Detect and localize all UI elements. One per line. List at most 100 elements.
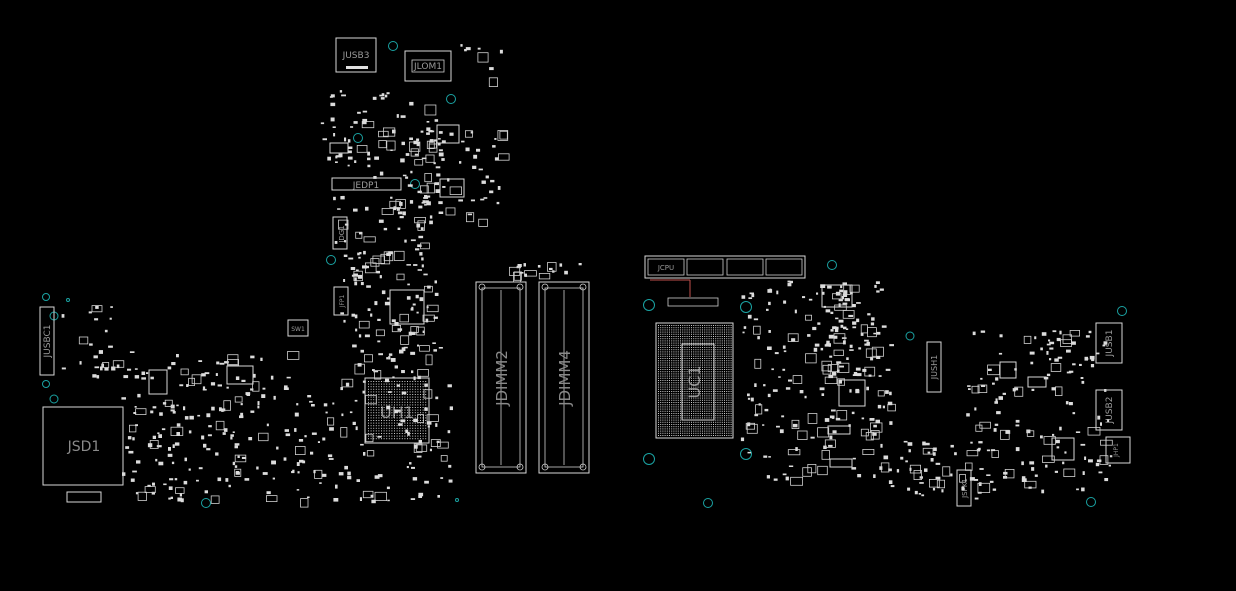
smd-part xyxy=(413,418,418,423)
smd-part xyxy=(402,174,407,177)
smd-part xyxy=(876,331,881,335)
smd-part xyxy=(932,452,936,456)
smd-part xyxy=(768,330,771,333)
smd-part xyxy=(478,168,483,171)
smd-part xyxy=(464,49,467,52)
smd-part xyxy=(788,465,794,467)
smd-part xyxy=(888,480,893,484)
jusb1-label: JUSB1 xyxy=(1105,330,1115,358)
smd-part xyxy=(1012,388,1016,392)
smd-part xyxy=(833,349,844,357)
smd-part xyxy=(158,434,162,438)
smd-part xyxy=(350,267,356,270)
smd-part xyxy=(162,402,167,405)
smd-part xyxy=(834,329,839,333)
smd-part xyxy=(1015,447,1020,452)
smd-part xyxy=(387,499,390,502)
jdimm2-slot: JDIMM2 xyxy=(475,281,527,474)
smd-part xyxy=(497,153,510,161)
smd-part xyxy=(201,373,206,377)
smd-part xyxy=(842,302,848,305)
smd-part xyxy=(840,324,844,328)
smd-part xyxy=(490,179,495,183)
smd-part xyxy=(977,384,988,393)
jedp1-label: JEDP1 xyxy=(352,181,379,191)
smd-part xyxy=(133,412,137,414)
smd-part xyxy=(257,401,260,405)
smd-part xyxy=(385,378,390,383)
smd-part xyxy=(421,157,427,160)
smd-part xyxy=(296,462,300,466)
smd-part xyxy=(225,478,229,482)
smd-part xyxy=(378,130,389,138)
smd-part xyxy=(411,370,414,374)
smd-part xyxy=(297,471,300,474)
smd-part xyxy=(210,382,216,386)
smd-part xyxy=(871,317,875,321)
smd-part xyxy=(864,339,869,342)
smd-part xyxy=(420,242,430,250)
smd-part xyxy=(578,263,582,266)
smd-part xyxy=(1046,373,1051,377)
smd-part xyxy=(1084,456,1087,460)
smd-part xyxy=(379,94,383,97)
smd-part xyxy=(401,391,407,395)
smd-part xyxy=(774,352,779,355)
smd-part xyxy=(262,387,266,390)
smd-part xyxy=(344,223,349,226)
smd-part xyxy=(400,158,405,163)
smd-part xyxy=(968,388,971,390)
smd-part xyxy=(396,409,401,412)
smd-part xyxy=(127,368,132,371)
smd-part xyxy=(169,478,174,481)
smd-part xyxy=(849,349,854,351)
smd-part xyxy=(437,495,440,498)
smd-part xyxy=(832,326,837,329)
smd-part xyxy=(392,129,396,134)
smd-part xyxy=(393,250,405,261)
smd-part xyxy=(417,369,429,377)
smd-part xyxy=(877,404,882,409)
smd-part xyxy=(965,462,973,471)
smd-part xyxy=(415,248,420,251)
smd-part xyxy=(411,331,416,335)
smd-part xyxy=(1028,486,1032,489)
smd-part xyxy=(360,349,364,353)
smd-part xyxy=(333,133,336,137)
smd-part xyxy=(740,437,745,442)
smd-part xyxy=(1085,335,1090,338)
smd-part xyxy=(121,397,126,400)
smd-part xyxy=(219,407,222,412)
smd-part xyxy=(239,415,244,419)
smd-part xyxy=(448,464,452,468)
smd-part xyxy=(523,263,526,267)
smd-part xyxy=(348,257,354,260)
smd-part xyxy=(430,439,441,448)
smd-part xyxy=(836,410,848,421)
smd-part xyxy=(256,466,259,470)
smd-part xyxy=(345,382,350,387)
smd-part xyxy=(362,380,366,383)
smd-part xyxy=(378,219,384,223)
smd-part xyxy=(377,435,382,438)
smd-part xyxy=(392,376,395,379)
smd-part xyxy=(424,104,437,116)
smd-part xyxy=(1056,446,1060,449)
smd-part xyxy=(235,376,240,380)
smd-part xyxy=(198,360,203,362)
smd-part xyxy=(423,273,428,276)
smd-part xyxy=(499,49,503,54)
smd-part xyxy=(881,325,887,328)
smd-part xyxy=(412,303,416,306)
smd-part xyxy=(1034,474,1038,477)
smd-part xyxy=(265,495,278,503)
smd-part xyxy=(332,402,335,405)
smd-part xyxy=(425,154,435,163)
smd-part xyxy=(396,114,399,118)
smd-part xyxy=(438,211,444,214)
smd-part xyxy=(492,145,496,148)
smd-part xyxy=(812,326,817,331)
smd-part xyxy=(1104,389,1107,392)
smd-part xyxy=(234,468,242,477)
smd-part xyxy=(998,396,1003,400)
